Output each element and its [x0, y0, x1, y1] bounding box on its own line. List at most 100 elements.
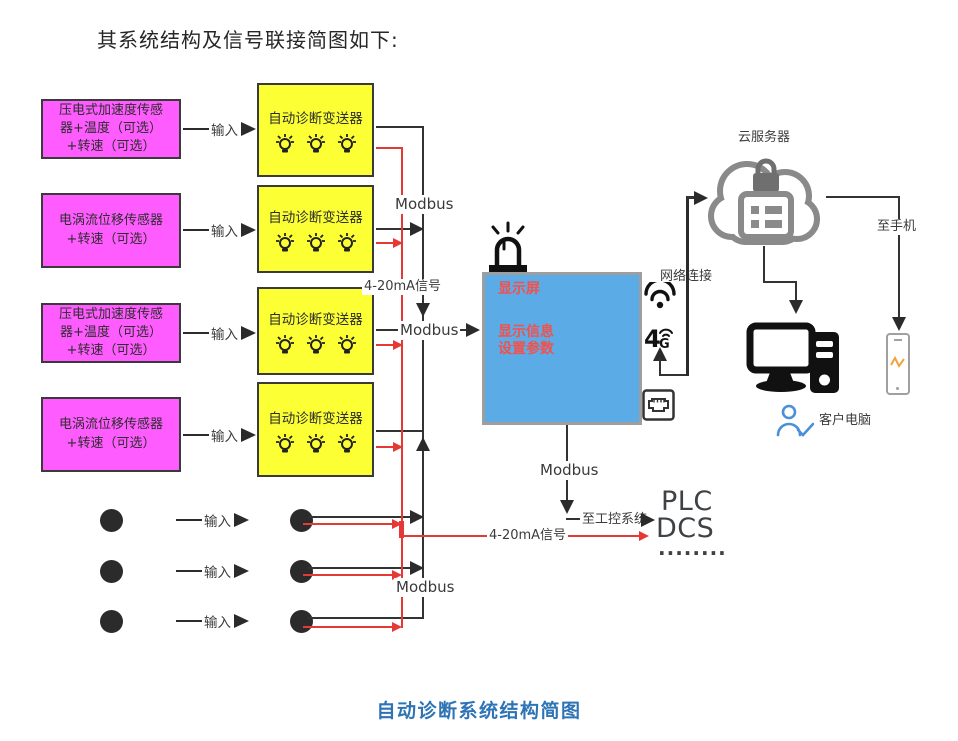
indicator-lamp-icon [306, 433, 325, 452]
arrow-right-icon [641, 513, 655, 527]
sensor-box-2: 电涡流位移传感器 +转速（可选） [41, 193, 181, 268]
more-transmitter-dot [290, 560, 313, 583]
dcs-label: DCS [656, 513, 715, 544]
arrow-right-icon [410, 510, 424, 524]
line [176, 569, 202, 573]
red-arrow-right-icon [393, 442, 403, 452]
alarm-siren-icon [489, 221, 527, 272]
transmitter4-modbus-line [376, 430, 424, 432]
transmitter-box-2: 自动诊断变送器 [257, 185, 374, 273]
cloud-to-pc-line [795, 281, 797, 302]
user-check-icon [776, 404, 814, 437]
arrow-right-icon [410, 561, 424, 575]
phone-speaker [894, 339, 902, 341]
red-arrow-right-icon [392, 622, 402, 632]
arrow-right-icon [466, 323, 480, 337]
cloud-to-pc-line [763, 246, 765, 283]
display-info-label: 显示信息 [498, 323, 554, 340]
arrow-up-icon [416, 437, 430, 451]
line [183, 228, 209, 232]
transmitter1-signal-line [376, 147, 403, 149]
red-arrow-right-icon [639, 531, 649, 541]
transmitter4-signal-line [376, 446, 394, 448]
modbus-label-to-display: Modbus [398, 321, 461, 340]
input-label: 输入 [211, 224, 238, 240]
transmitter-label: 自动诊断变送器 [268, 410, 363, 427]
network-riser-line [686, 196, 689, 376]
input-arrow-1: 输入 [183, 119, 256, 139]
to-phone-label: 至手机 [875, 219, 919, 236]
transmitter-label: 自动诊断变送器 [268, 111, 363, 127]
more-transmitter-dot [290, 610, 313, 633]
line [566, 518, 580, 520]
line [176, 619, 202, 623]
cloud-to-phone-line [826, 196, 900, 198]
indicator-lamp-icon [275, 433, 294, 452]
arrow-right-icon [234, 564, 249, 578]
transmitter3-signal-line [376, 344, 394, 346]
plc-label: PLC [661, 486, 713, 517]
signal-junction [399, 521, 404, 538]
transmitter-label: 自动诊断变送器 [268, 210, 363, 226]
diagram-caption: 自动诊断系统结构简图 [376, 700, 582, 722]
input-label: 输入 [204, 615, 231, 631]
arrow-down-icon [560, 500, 574, 514]
arrow-down-icon [416, 303, 430, 317]
indicator-lamp-row [275, 133, 357, 153]
indicator-lamp-icon [275, 233, 294, 252]
indicator-lamp-icon [337, 433, 356, 452]
arrow-right-icon [410, 222, 424, 236]
transmitter-box-4: 自动诊断变送器 [257, 382, 374, 477]
smartphone-icon [886, 333, 910, 395]
transmitter1-modbus-line [376, 126, 424, 128]
cloud-to-pc-line [763, 281, 797, 283]
dot-row1-signal-line [303, 523, 393, 525]
signal-label-top: 4-20mA信号 [362, 279, 444, 296]
modbus-bus-line [422, 127, 424, 619]
line [659, 374, 689, 376]
dot-row2-modbus-line [308, 567, 412, 569]
line [176, 518, 202, 522]
transmitter2-signal-line [376, 242, 394, 244]
display-screen-label: 显示屏 [498, 281, 540, 297]
wifi-icon [644, 282, 676, 309]
phone-home-button [896, 387, 899, 390]
input-arrow-3: 输入 [183, 323, 256, 343]
modbus-label-bottom: Modbus [394, 578, 457, 597]
indicator-lamp-icon [337, 335, 356, 354]
indicator-lamp-icon [337, 134, 356, 153]
indicator-lamp-icon [306, 233, 325, 252]
more-systems-ellipsis: ........ [658, 536, 727, 560]
sensor-box-3-line1: 压电式加速度传感 [58, 306, 163, 322]
cloud-server-icon [708, 158, 820, 245]
arrow-down-icon [789, 300, 803, 314]
input-arrow-7: 输入 [176, 611, 249, 631]
more-sensor-dot [100, 509, 123, 532]
signal-bus-line [401, 148, 403, 628]
indicator-lamp-icon [275, 335, 294, 354]
dot-row3-modbus-line [308, 617, 424, 619]
transmitter-box-3: 自动诊断变送器 [257, 287, 374, 375]
arrow-down-icon [892, 317, 906, 331]
indicator-lamp-row [275, 433, 357, 453]
more-transmitter-dot [290, 509, 313, 532]
indicator-lamp-icon [275, 134, 294, 153]
sensor-box-3: 压电式加速度传感 器+温度（可选） +转速（可选） [41, 303, 181, 363]
input-arrow-2: 输入 [183, 220, 256, 240]
sensor-box-3-line2: 器+温度（可选） [60, 324, 162, 340]
input-arrow-5: 输入 [176, 510, 249, 530]
sensor-box-4: 电涡流位移传感器 +转速（可选） [41, 397, 181, 472]
cloud-to-phone-line [898, 196, 900, 318]
arrow-right-icon [241, 428, 256, 442]
sensor-box-3-line3: +转速（可选） [66, 343, 156, 359]
more-sensor-dot [100, 560, 123, 583]
input-arrow-4: 输入 [183, 425, 256, 445]
red-arrow-right-icon [392, 519, 402, 529]
sensor-box-1-line3: +转速（可选） [66, 139, 156, 155]
cloud-server-label: 云服务器 [736, 130, 793, 147]
sensor-box-1-line1: 压电式加速度传感 [58, 102, 163, 118]
display-unit-box: 显示屏 显示信息 设置参数 [482, 272, 642, 425]
lock-icon [755, 158, 777, 175]
dot-row3-signal-line [303, 626, 393, 628]
arrow-right-icon [241, 223, 256, 237]
